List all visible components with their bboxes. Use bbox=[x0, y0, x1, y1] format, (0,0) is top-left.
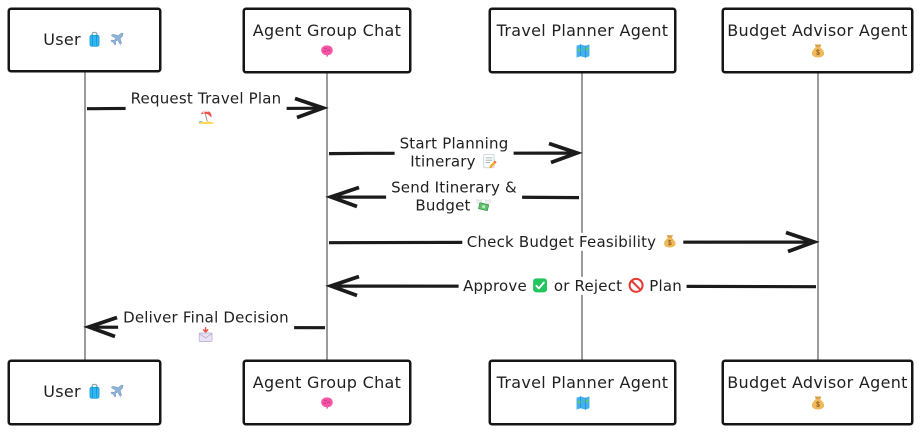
airplane-icon bbox=[109, 31, 126, 48]
message-text: Send Itinerary & bbox=[391, 178, 517, 197]
money-bag-icon bbox=[661, 233, 678, 250]
beach-umbrella-icon bbox=[198, 108, 215, 125]
message-start-planning-itinerary: Start Planning Itinerary bbox=[327, 134, 583, 172]
message-text: Request Travel Plan bbox=[130, 89, 282, 108]
message-text: Approve or Reject Plan bbox=[463, 276, 682, 295]
money-bag-icon bbox=[809, 42, 827, 60]
world-map-icon bbox=[574, 42, 592, 60]
actor-box-user-top: User bbox=[8, 8, 161, 72]
actor-icon-line bbox=[809, 394, 827, 413]
actor-icon-line bbox=[574, 394, 592, 413]
actor-box-budget-advisor-agent-top: Budget Advisor Agent bbox=[722, 8, 913, 73]
message-text: Budget bbox=[391, 197, 517, 215]
actor-title: Travel Planner Agent bbox=[496, 20, 669, 40]
actor-title: Budget Advisor Agent bbox=[727, 20, 908, 40]
message-check-budget-feasibility: Check Budget Feasibility bbox=[327, 228, 820, 256]
envelope-with-arrow-icon bbox=[197, 327, 214, 344]
brain-icon bbox=[318, 394, 336, 412]
money-bag-icon bbox=[809, 394, 827, 412]
lifeline-agent-group-chat bbox=[326, 70, 328, 362]
message-approve-or-reject-plan: Approve or Reject Plan bbox=[325, 272, 818, 300]
message-request-travel-plan: Request Travel Plan bbox=[85, 89, 329, 127]
actor-box-budget-advisor-agent-bottom: Budget Advisor Agent bbox=[722, 360, 913, 425]
luggage-icon bbox=[86, 31, 103, 48]
message-text bbox=[131, 108, 282, 126]
luggage-icon bbox=[86, 383, 103, 400]
actor-box-agent-group-chat-top: Agent Group Chat bbox=[243, 8, 411, 73]
lifeline-budget-advisor-agent bbox=[817, 70, 819, 362]
actor-title: User bbox=[43, 30, 125, 50]
check-mark-icon bbox=[532, 277, 549, 294]
message-text: Itinerary bbox=[400, 153, 509, 171]
actor-box-travel-planner-agent-top: Travel Planner Agent bbox=[489, 8, 676, 73]
actor-title: Travel Planner Agent bbox=[496, 372, 669, 392]
message-label: Check Budget Feasibility bbox=[461, 232, 684, 252]
message-label: Deliver Final Decision bbox=[118, 308, 294, 346]
airplane-icon bbox=[109, 383, 126, 400]
actor-box-agent-group-chat-bottom: Agent Group Chat bbox=[243, 360, 411, 425]
actor-title: Agent Group Chat bbox=[252, 372, 402, 392]
memo-icon bbox=[481, 153, 498, 170]
actor-icon-line bbox=[318, 394, 336, 413]
message-text bbox=[123, 327, 289, 345]
actor-icon-line bbox=[574, 42, 592, 61]
lifeline-user bbox=[84, 70, 86, 362]
lifeline-travel-planner-agent bbox=[581, 70, 583, 362]
brain-icon bbox=[318, 42, 336, 60]
actor-box-user-bottom: User bbox=[8, 360, 161, 425]
message-deliver-final-decision: Deliver Final Decision bbox=[83, 308, 327, 346]
actor-icon-line bbox=[318, 42, 336, 61]
message-label: Send Itinerary & Budget bbox=[386, 178, 522, 216]
message-text: Check Budget Feasibility bbox=[467, 233, 678, 251]
message-label: Approve or Reject Plan bbox=[458, 276, 687, 296]
actor-title: Agent Group Chat bbox=[252, 20, 402, 40]
actor-title: User bbox=[43, 382, 125, 402]
message-text: Start Planning bbox=[399, 134, 509, 153]
actor-title: Budget Advisor Agent bbox=[727, 372, 908, 392]
actor-box-travel-planner-agent-bottom: Travel Planner Agent bbox=[489, 360, 676, 425]
money-with-wings-icon bbox=[476, 197, 493, 214]
message-label: Request Travel Plan bbox=[125, 89, 287, 127]
message-text: Deliver Final Decision bbox=[123, 308, 289, 327]
actor-icon-line bbox=[809, 42, 827, 61]
world-map-icon bbox=[574, 394, 592, 412]
message-label: Start Planning Itinerary bbox=[394, 134, 514, 172]
message-send-itinerary-and-budget: Send Itinerary & Budget bbox=[325, 178, 581, 216]
prohibited-icon bbox=[627, 277, 644, 294]
